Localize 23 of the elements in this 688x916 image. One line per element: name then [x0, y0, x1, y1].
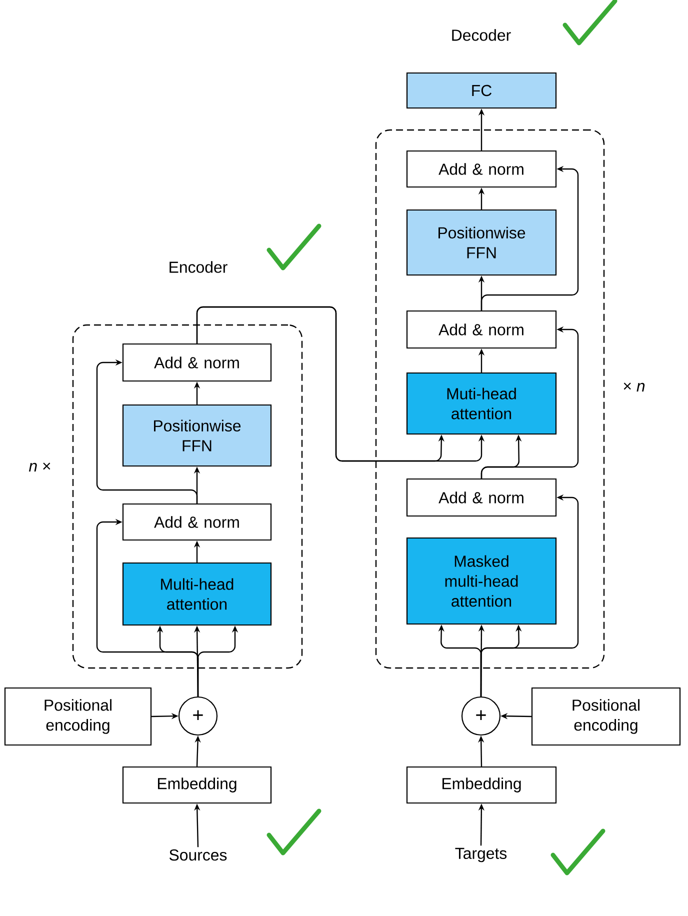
arrow — [96, 359, 198, 504]
arrow — [96, 518, 199, 696]
layer-box: Positionwise FFN — [406, 209, 557, 276]
group-heading: Encoder — [170, 261, 228, 273]
attention-box: Multi-head attention — [122, 562, 272, 626]
layer-box: FC — [406, 72, 557, 109]
input-box: Positional encoding — [531, 687, 681, 746]
attention-box: Muti-head attention — [406, 372, 557, 435]
section-heading: Decoder — [452, 29, 511, 41]
layer-box: Add & norm — [122, 343, 272, 382]
input-box: Positional encoding — [4, 687, 152, 746]
repeat-label: n × — [28, 462, 50, 472]
attention-box: Masked multi-head attention — [406, 537, 557, 625]
repeat-label: × n — [624, 382, 645, 392]
layer-box: Add & norm — [406, 478, 557, 517]
layer-box: Add & norm — [122, 503, 272, 541]
input-label: Targets — [455, 848, 507, 862]
layer-box: Positionwise FFN — [122, 404, 272, 467]
layer-box: Add & norm — [406, 150, 557, 188]
layer-box: Add & norm — [406, 310, 557, 349]
input-box: Embedding — [122, 766, 272, 804]
input-box: Embedding — [406, 766, 557, 804]
input-label: Sources — [169, 849, 227, 861]
